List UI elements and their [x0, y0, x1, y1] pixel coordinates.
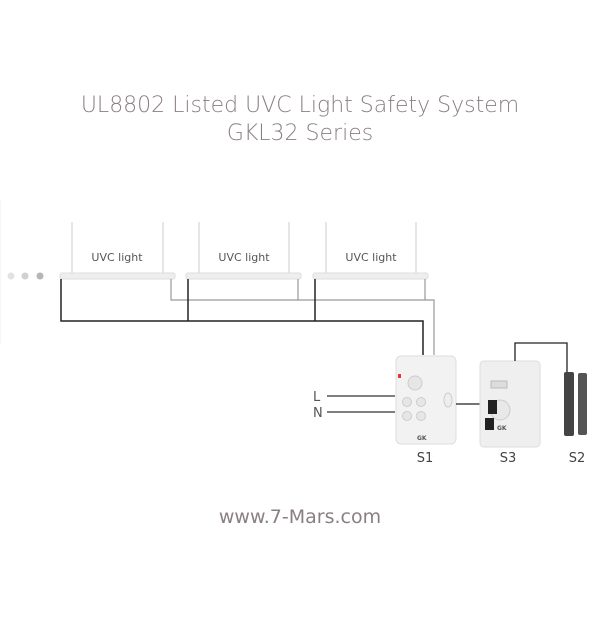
title-line-2: GKL32 Series: [226, 121, 374, 146]
s3-label: S3: [500, 451, 517, 466]
more-dot: [36, 272, 44, 280]
uvc-light-2: UVC light: [185, 222, 302, 280]
input-L-label: L: [313, 390, 321, 405]
s2-door-sensor: [564, 372, 587, 436]
website-link[interactable]: www.7-Mars.com: [218, 506, 382, 528]
light-label: UVC light: [218, 251, 270, 264]
svg-text:GK: GK: [497, 425, 507, 432]
s1-label: S1: [417, 451, 434, 466]
light-label: UVC light: [91, 251, 143, 264]
gray-wire: [170, 279, 435, 355]
uvc-light-3: UVC light: [312, 222, 429, 280]
s3-key-switch: GK: [479, 360, 541, 448]
light-label: UVC light: [345, 251, 397, 264]
title-line-1: UL8802 Listed UVC Light Safety System: [80, 93, 520, 118]
s1-controller: GK: [395, 355, 457, 445]
input-N-label: N: [313, 406, 323, 421]
brand-logo: GK: [417, 435, 427, 442]
black-wire: [60, 279, 424, 355]
key-icon: [488, 400, 497, 414]
uvc-light-1: UVC light: [59, 222, 176, 280]
more-dot: [7, 272, 15, 280]
led-indicator: [398, 374, 401, 378]
s2-label: S2: [569, 451, 586, 466]
more-dot: [21, 272, 29, 280]
power-icon: [407, 375, 423, 391]
